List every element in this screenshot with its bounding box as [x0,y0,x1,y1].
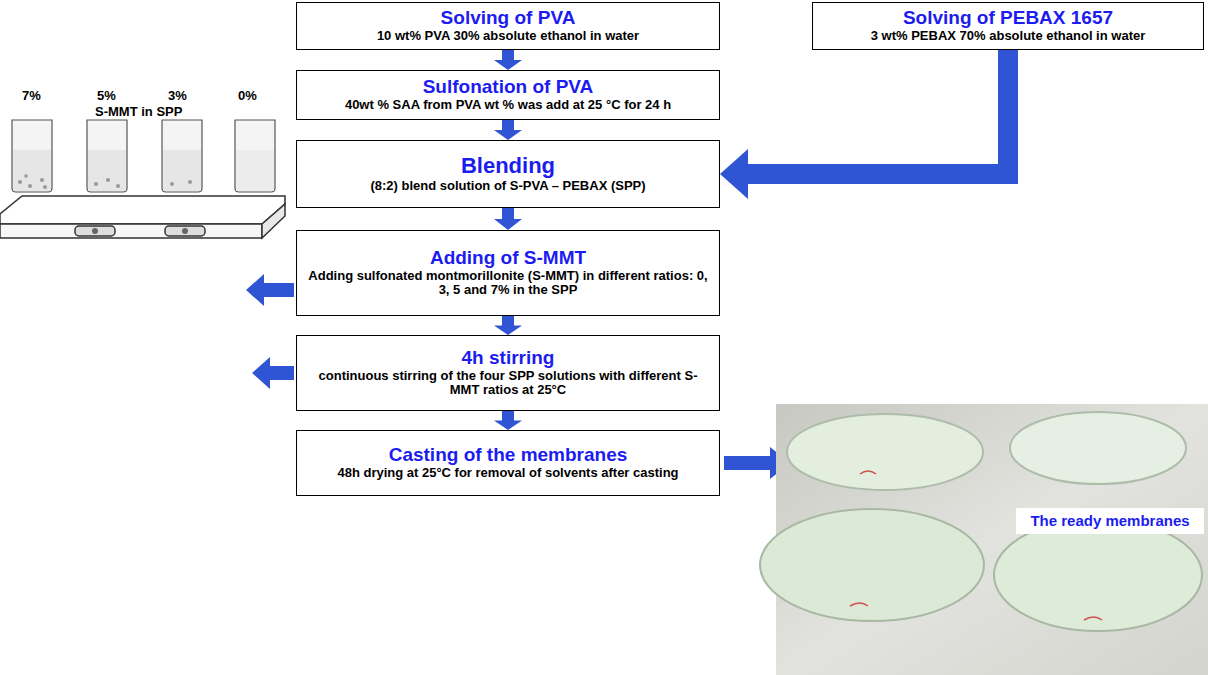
beaker-set [12,120,275,192]
beaker [12,120,52,192]
box-text: Adding sulfonated montmorillonite (S-MMT… [305,269,711,299]
arrow-shaft [502,316,514,327]
box-text: 10 wt% PVA 30% absolute ethanol in water [377,29,639,44]
arrow-shaft [502,208,514,220]
flow-arrow [494,411,522,430]
group-label: S-MMT in SPP [95,104,182,119]
flow-arrow [494,316,522,335]
box-title: Blending [461,154,555,178]
flow-arrow [720,50,1008,199]
box-text: 40wt % SAA from PVA wt % was add at 25 °… [345,98,671,113]
arrow-shaft [502,50,514,61]
box-text: 48h drying at 25°C for removal of solven… [337,466,678,481]
membrane-photo [760,404,1208,675]
arrow-shaft [502,411,514,422]
stirrer-plate [0,196,285,238]
process-box: Casting of the membranes48h drying at 25… [296,430,720,496]
box-text: continuous stirring of the four SPP solu… [305,369,711,399]
arrow-head [494,130,522,140]
arrow-head [494,219,522,230]
arrow-head [494,421,522,431]
process-box: Adding of S-MMTAdding sulfonated montmor… [296,230,720,316]
beaker [87,120,127,192]
flow-arrow [494,208,522,230]
box-title: Sulfonation of PVA [423,77,594,98]
flow-arrow [494,50,522,70]
photo-tag: The ready membranes [1016,508,1204,534]
arrow-shaft [502,120,514,131]
process-box: Sulfonation of PVA40wt % SAA from PVA wt… [296,70,720,120]
process-box: 4h stirringcontinuous stirring of the fo… [296,335,720,411]
process-box: Solving of PVA10 wt% PVA 30% absolute et… [296,2,720,50]
arrow-head [494,60,522,70]
arrow-head [494,326,522,336]
process-box: Blending(8:2) blend solution of S-PVA – … [296,140,720,208]
box-text: (8:2) blend solution of S-PVA – PEBAX (S… [370,179,645,194]
percent-label: 5% [97,88,116,103]
beaker [235,120,275,192]
percent-label: 0% [238,88,257,103]
percent-label: 7% [22,88,41,103]
beaker [162,120,202,192]
box-title: Solving of PVA [441,8,576,29]
arrow-head [720,149,748,199]
box-title: 4h stirring [462,348,555,369]
box-title: Solving of PEBAX 1657 [903,8,1113,29]
box-title: Casting of the membranes [389,445,628,466]
box-title: Adding of S-MMT [430,248,586,269]
arrow-shaft [747,50,1008,174]
box-text: The ready membranes [1030,512,1189,529]
flow-arrow [494,120,522,140]
percent-label: 3% [168,88,187,103]
process-box: Solving of PEBAX 16573 wt% PEBAX 70% abs… [812,2,1204,50]
box-text: 3 wt% PEBAX 70% absolute ethanol in wate… [871,29,1146,44]
